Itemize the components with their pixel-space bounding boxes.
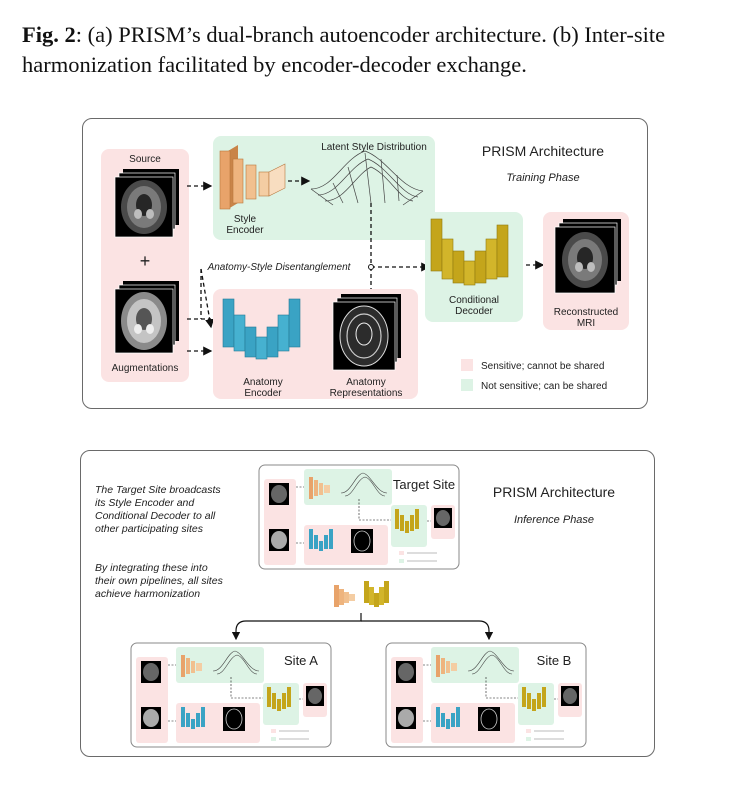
style-region — [213, 136, 435, 240]
cond-decoder-label-1: Conditional — [449, 295, 499, 306]
site-a-label: Site A — [284, 653, 318, 668]
anatomy-rep-label-1: Anatomy — [346, 377, 385, 388]
reconstructed-label-1: Reconstructed — [554, 307, 618, 318]
source-label: Source — [129, 154, 161, 165]
broadcast-text-line-3: Conditional Decoder to all — [95, 510, 216, 522]
inference-title: PRISM Architecture — [493, 484, 615, 500]
reconstructed-label-2: MRI — [577, 318, 595, 329]
style-encoder-label-2: Encoder — [226, 225, 264, 236]
style-encoder-blocks — [219, 145, 286, 210]
broadcast-text: The Target Site broadcasts its Style Enc… — [95, 484, 221, 535]
target-site-label: Target Site — [393, 477, 455, 492]
anatomy-rep-label-2: Representations — [330, 388, 403, 399]
inference-panel: The Target Site broadcasts its Style Enc… — [80, 450, 655, 757]
anatomy-representation-stack — [332, 294, 401, 371]
anatomy-encoder-label-1: Anatomy — [243, 377, 282, 388]
reconstructed-mri-stack — [554, 219, 621, 294]
legend-sensitive-text: Sensitive; cannot be shared — [481, 361, 604, 372]
training-phase: Training Phase — [506, 172, 579, 184]
harmonization-text-line-1: By integrating these into — [95, 562, 208, 574]
disentanglement-label: Anatomy-Style Disentanglement — [207, 262, 352, 273]
cond-decoder-label-2: Decoder — [455, 306, 493, 317]
augmentation-mri-stack — [114, 281, 179, 354]
latent-gaussian-mesh — [310, 150, 424, 206]
training-diagram: Source + Augmentations Latent Style Dist… — [101, 136, 629, 399]
training-title: PRISM Architecture — [482, 143, 604, 159]
distribution-arrows — [231, 613, 494, 641]
anatomy-encoder-label-2: Encoder — [244, 388, 282, 399]
latent-style-label: Latent Style Distribution — [321, 142, 427, 153]
site-b-label: Site B — [537, 653, 572, 668]
harmonization-text-line-2: their own pipelines, all sites — [95, 575, 224, 587]
legend-not-sensitive-text: Not sensitive; can be shared — [481, 381, 607, 392]
legend-sensitive-swatch — [461, 359, 473, 371]
junction-node — [368, 264, 374, 270]
source-mri-stack — [114, 169, 179, 238]
plus-sign: + — [140, 251, 151, 271]
style-encoder-label-1: Style — [234, 214, 257, 225]
figure-caption: Fig. 2: (a) PRISM’s dual-branch autoenco… — [22, 20, 722, 80]
training-panel: Source + Augmentations Latent Style Dist… — [82, 118, 648, 409]
harmonization-text: By integrating these into their own pipe… — [95, 562, 224, 600]
figure-label: Fig. 2 — [22, 22, 76, 47]
caption-text: : (a) PRISM’s dual-branch autoencoder ar… — [22, 22, 666, 77]
shared-style-encoder-icon — [334, 585, 355, 607]
harmonization-text-line-3: achieve harmonization — [95, 588, 200, 600]
broadcast-text-line-1: The Target Site broadcasts — [95, 484, 221, 496]
augmentations-label: Augmentations — [112, 363, 179, 374]
broadcast-text-line-4: other participating sites — [95, 523, 204, 535]
conditional-decoder-blocks — [430, 218, 509, 286]
inference-phase: Inference Phase — [514, 514, 594, 526]
anatomy-encoder-blocks — [222, 298, 301, 360]
shared-decoder-icon — [364, 581, 389, 607]
inference-diagram: The Target Site broadcasts its Style Enc… — [95, 464, 615, 748]
broadcast-text-line-2: its Style Encoder and — [95, 497, 195, 509]
legend-not-sensitive-swatch — [461, 379, 473, 391]
